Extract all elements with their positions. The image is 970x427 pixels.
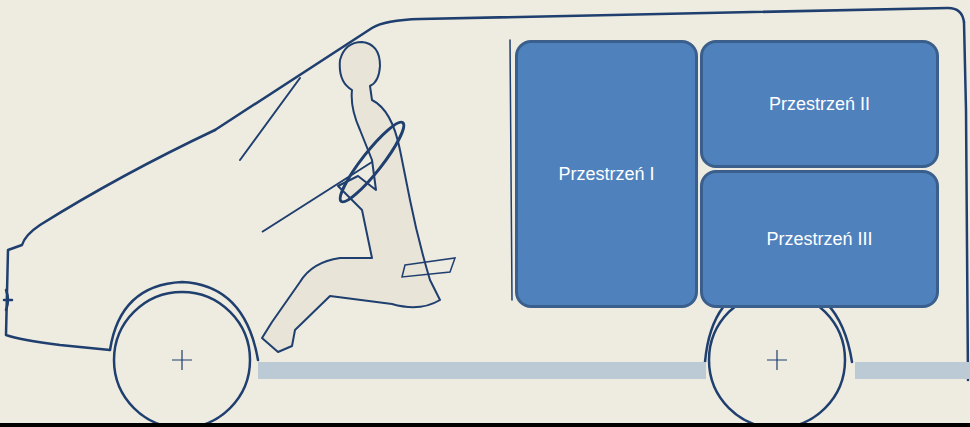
rear-wheel	[709, 292, 845, 427]
floor-bar	[258, 362, 706, 379]
cargo-space-box: Przestrzeń II	[700, 40, 939, 168]
space-label: Przestrzeń I	[558, 163, 654, 186]
space-label: Przestrzeń II	[769, 93, 870, 116]
steering-column	[262, 162, 372, 232]
door-line	[510, 40, 512, 300]
space-label: Przestrzeń III	[766, 228, 872, 251]
front-wheel	[114, 292, 250, 427]
ground-line	[0, 423, 970, 427]
wheel-center	[172, 350, 192, 370]
van-rear	[964, 22, 968, 380]
floor-bar	[855, 362, 970, 379]
seat-adjuster	[402, 258, 455, 277]
cargo-space-box: Przestrzeń I	[515, 40, 698, 308]
a-pillar	[240, 78, 300, 160]
van-grille	[4, 290, 12, 310]
front-wheel-arch	[110, 282, 258, 360]
driver-figure	[262, 42, 440, 352]
wheel-center	[767, 350, 787, 370]
cargo-space-box: Przestrzeń III	[700, 170, 939, 308]
van-front	[6, 130, 215, 350]
